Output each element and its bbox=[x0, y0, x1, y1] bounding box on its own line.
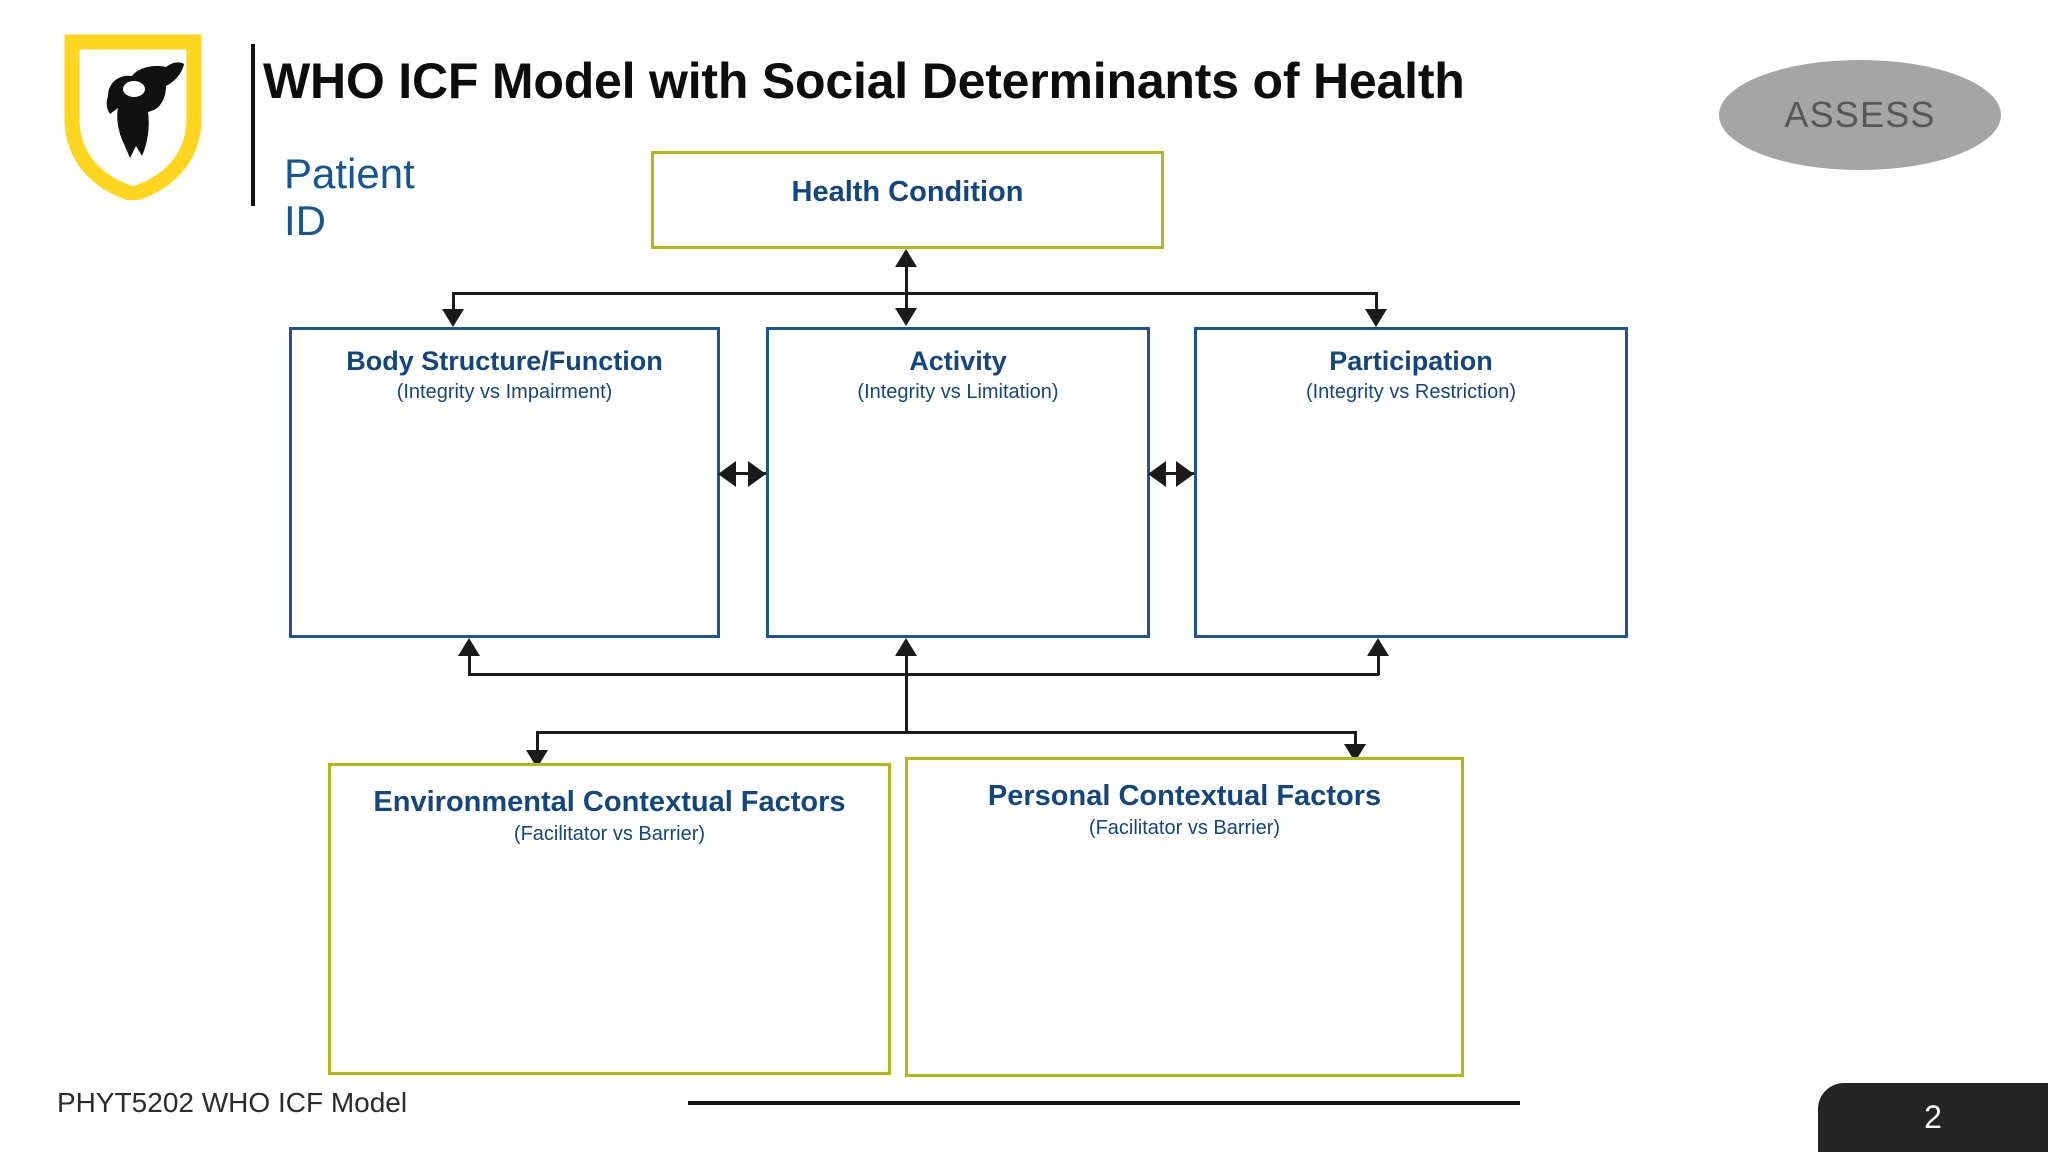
arrowhead-up-to-body-structure bbox=[458, 638, 480, 656]
connector-bottom-collector-bar bbox=[468, 673, 1379, 676]
personal-contextual-factors-subtitle: (Facilitator vs Barrier) bbox=[1088, 817, 1281, 840]
page-number: 2 bbox=[1924, 1099, 1942, 1135]
connector-context-distribution-bar bbox=[536, 731, 1357, 734]
connector-riser-body-structure bbox=[468, 655, 471, 675]
arrowhead-up-to-participation bbox=[1367, 638, 1389, 656]
participation-box[interactable]: Participation (Integrity vs Restriction) bbox=[1194, 327, 1628, 638]
page-title: WHO ICF Model with Social Determinants o… bbox=[263, 53, 1465, 109]
participation-title: Participation bbox=[1329, 346, 1493, 376]
health-condition-box[interactable]: Health Condition bbox=[651, 151, 1164, 249]
arrowhead-left-body-structure bbox=[718, 461, 736, 487]
patient-id-label: Patient ID bbox=[284, 150, 514, 244]
body-structure-function-box[interactable]: Body Structure/Function (Integrity vs Im… bbox=[289, 327, 720, 638]
body-structure-function-subtitle: (Integrity vs Impairment) bbox=[396, 381, 613, 404]
university-shield-logo bbox=[62, 34, 204, 200]
participation-subtitle: (Integrity vs Restriction) bbox=[1305, 381, 1517, 404]
body-structure-function-title: Body Structure/Function bbox=[346, 346, 663, 376]
environmental-contextual-factors-box[interactable]: Environmental Contextual Factors (Facili… bbox=[328, 763, 891, 1075]
assess-badge-label: ASSESS bbox=[1784, 94, 1936, 135]
patient-id-line-2: ID bbox=[284, 197, 326, 245]
connector-drop-personal bbox=[1354, 731, 1357, 749]
activity-title: Activity bbox=[909, 346, 1007, 376]
health-condition-title: Health Condition bbox=[791, 176, 1024, 208]
arrowhead-up-to-health-condition bbox=[895, 249, 917, 267]
arrowhead-up-to-activity bbox=[895, 638, 917, 656]
personal-contextual-factors-box[interactable]: Personal Contextual Factors (Facilitator… bbox=[905, 757, 1464, 1077]
arrowhead-right-activity bbox=[748, 461, 766, 487]
connector-drop-participation bbox=[1375, 292, 1378, 314]
arrowhead-down-to-body-structure bbox=[442, 309, 464, 327]
footer-divider-rule bbox=[688, 1101, 1520, 1105]
page-number-tab: 2 bbox=[1818, 1083, 2048, 1152]
environmental-contextual-factors-subtitle: (Facilitator vs Barrier) bbox=[513, 823, 706, 846]
connector-drop-body-structure bbox=[452, 292, 455, 314]
connector-riser-participation bbox=[1377, 655, 1380, 675]
personal-contextual-factors-title: Personal Contextual Factors bbox=[987, 780, 1382, 812]
environmental-contextual-factors-title: Environmental Contextual Factors bbox=[373, 786, 846, 818]
arrowhead-down-to-participation bbox=[1365, 309, 1387, 327]
patient-id-line-1: Patient bbox=[284, 150, 415, 197]
connector-top-distribution-bar bbox=[452, 292, 1378, 295]
title-divider-rule bbox=[251, 44, 255, 206]
connector-body-activity-line bbox=[722, 472, 766, 475]
assess-phase-badge: ASSESS bbox=[1719, 60, 2001, 170]
activity-subtitle: (Integrity vs Limitation) bbox=[857, 381, 1059, 404]
connector-activity-participation-line bbox=[1152, 472, 1194, 475]
activity-box[interactable]: Activity (Integrity vs Limitation) bbox=[766, 327, 1150, 638]
arrowhead-right-participation bbox=[1176, 461, 1194, 487]
arrowhead-left-activity bbox=[1148, 461, 1166, 487]
connector-center-spine bbox=[905, 656, 908, 733]
connector-drop-environmental bbox=[536, 731, 539, 756]
footer-text: PHYT5202 WHO ICF Model bbox=[57, 1087, 408, 1118]
arrowhead-down-to-activity bbox=[895, 308, 917, 326]
